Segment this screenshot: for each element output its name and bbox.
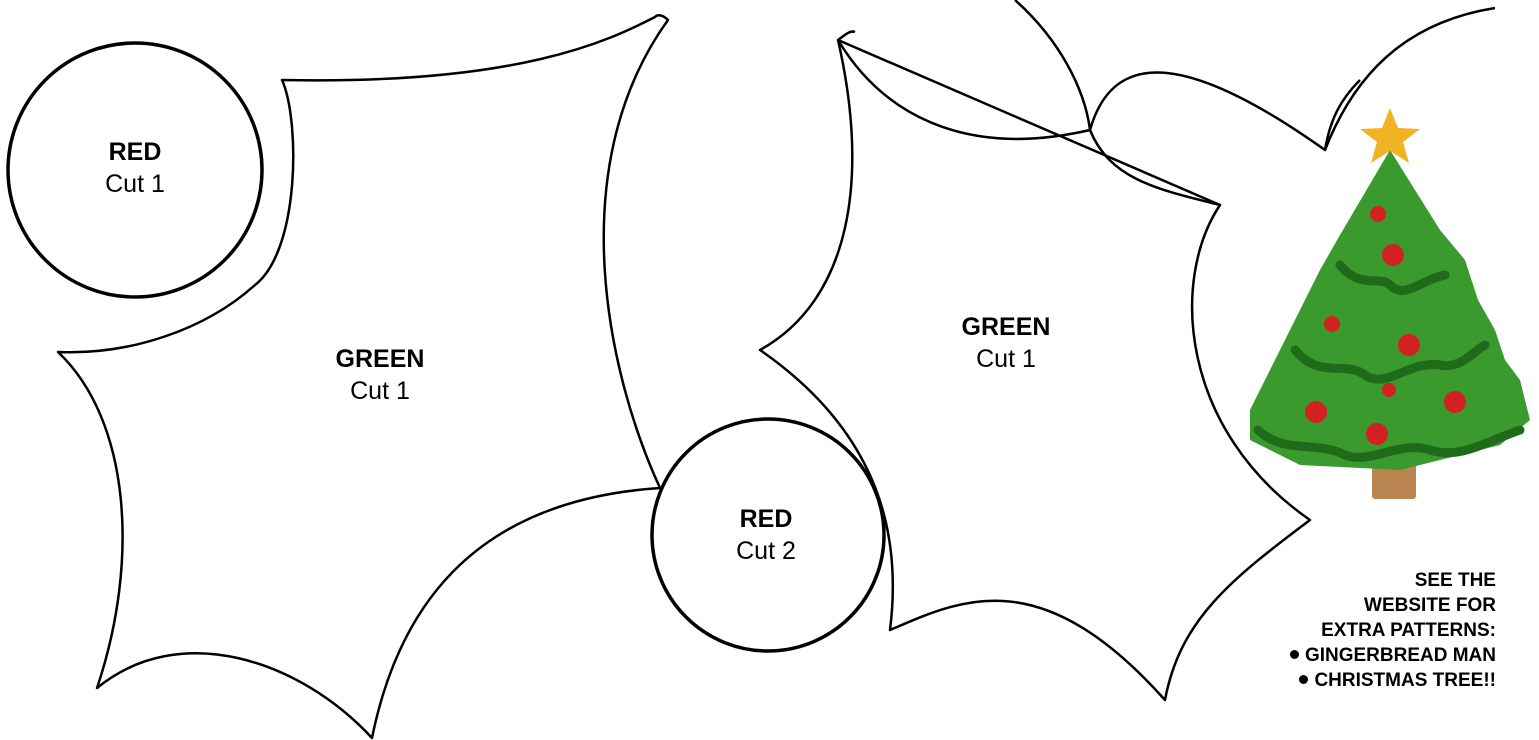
red-circle-center-outline [650, 417, 886, 653]
note-line: SEE THE [1414, 570, 1496, 591]
green-leaf-right-label: GREEN Cut 1 [931, 311, 1081, 375]
bullet-icon [1289, 650, 1299, 659]
red-circle-top-left-outline [6, 41, 264, 299]
note-line: WEBSITE FOR [1364, 595, 1496, 616]
red-circle-top-left-label: RED Cut 1 [75, 136, 195, 200]
color-label: GREEN [335, 345, 425, 373]
bullet-icon [1299, 675, 1309, 684]
ornament-icon [1444, 391, 1466, 413]
green-leaf-left-outline [56, 14, 670, 740]
color-label: GREEN [961, 313, 1051, 341]
extra-patterns-note: SEE THE WEBSITE FOR EXTRA PATTERNS: GING… [1166, 568, 1496, 693]
cut-label: Cut 2 [736, 537, 796, 565]
christmas-tree-icon [1250, 108, 1530, 499]
green-leaf-right-upper-outline [837, 0, 1361, 207]
note-bullet-item: GINGERBREAD MAN [1166, 643, 1496, 668]
color-label: RED [739, 505, 793, 533]
red-circle-center-label: RED Cut 2 [706, 503, 826, 567]
ornament-icon [1398, 334, 1420, 356]
note-bullet-text: CHRISTMAS TREE!! [1314, 670, 1496, 691]
cut-label: Cut 1 [105, 170, 165, 198]
ornament-icon [1382, 244, 1404, 266]
note-line: EXTRA PATTERNS: [1321, 620, 1496, 641]
ornament-icon [1382, 383, 1396, 397]
green-leaf-right-outline [758, 6, 1496, 702]
cut-label: Cut 1 [350, 377, 410, 405]
ornament-icon [1305, 401, 1327, 423]
note-bullet-text: GINGERBREAD MAN [1304, 645, 1496, 666]
ornament-icon [1370, 206, 1386, 222]
note-bullet-item: CHRISTMAS TREE!! [1166, 668, 1496, 693]
cut-label: Cut 1 [976, 345, 1036, 373]
ornament-icon [1366, 423, 1388, 445]
ornament-icon [1324, 316, 1340, 332]
green-leaf-left-label: GREEN Cut 1 [305, 343, 455, 407]
color-label: RED [108, 138, 162, 166]
